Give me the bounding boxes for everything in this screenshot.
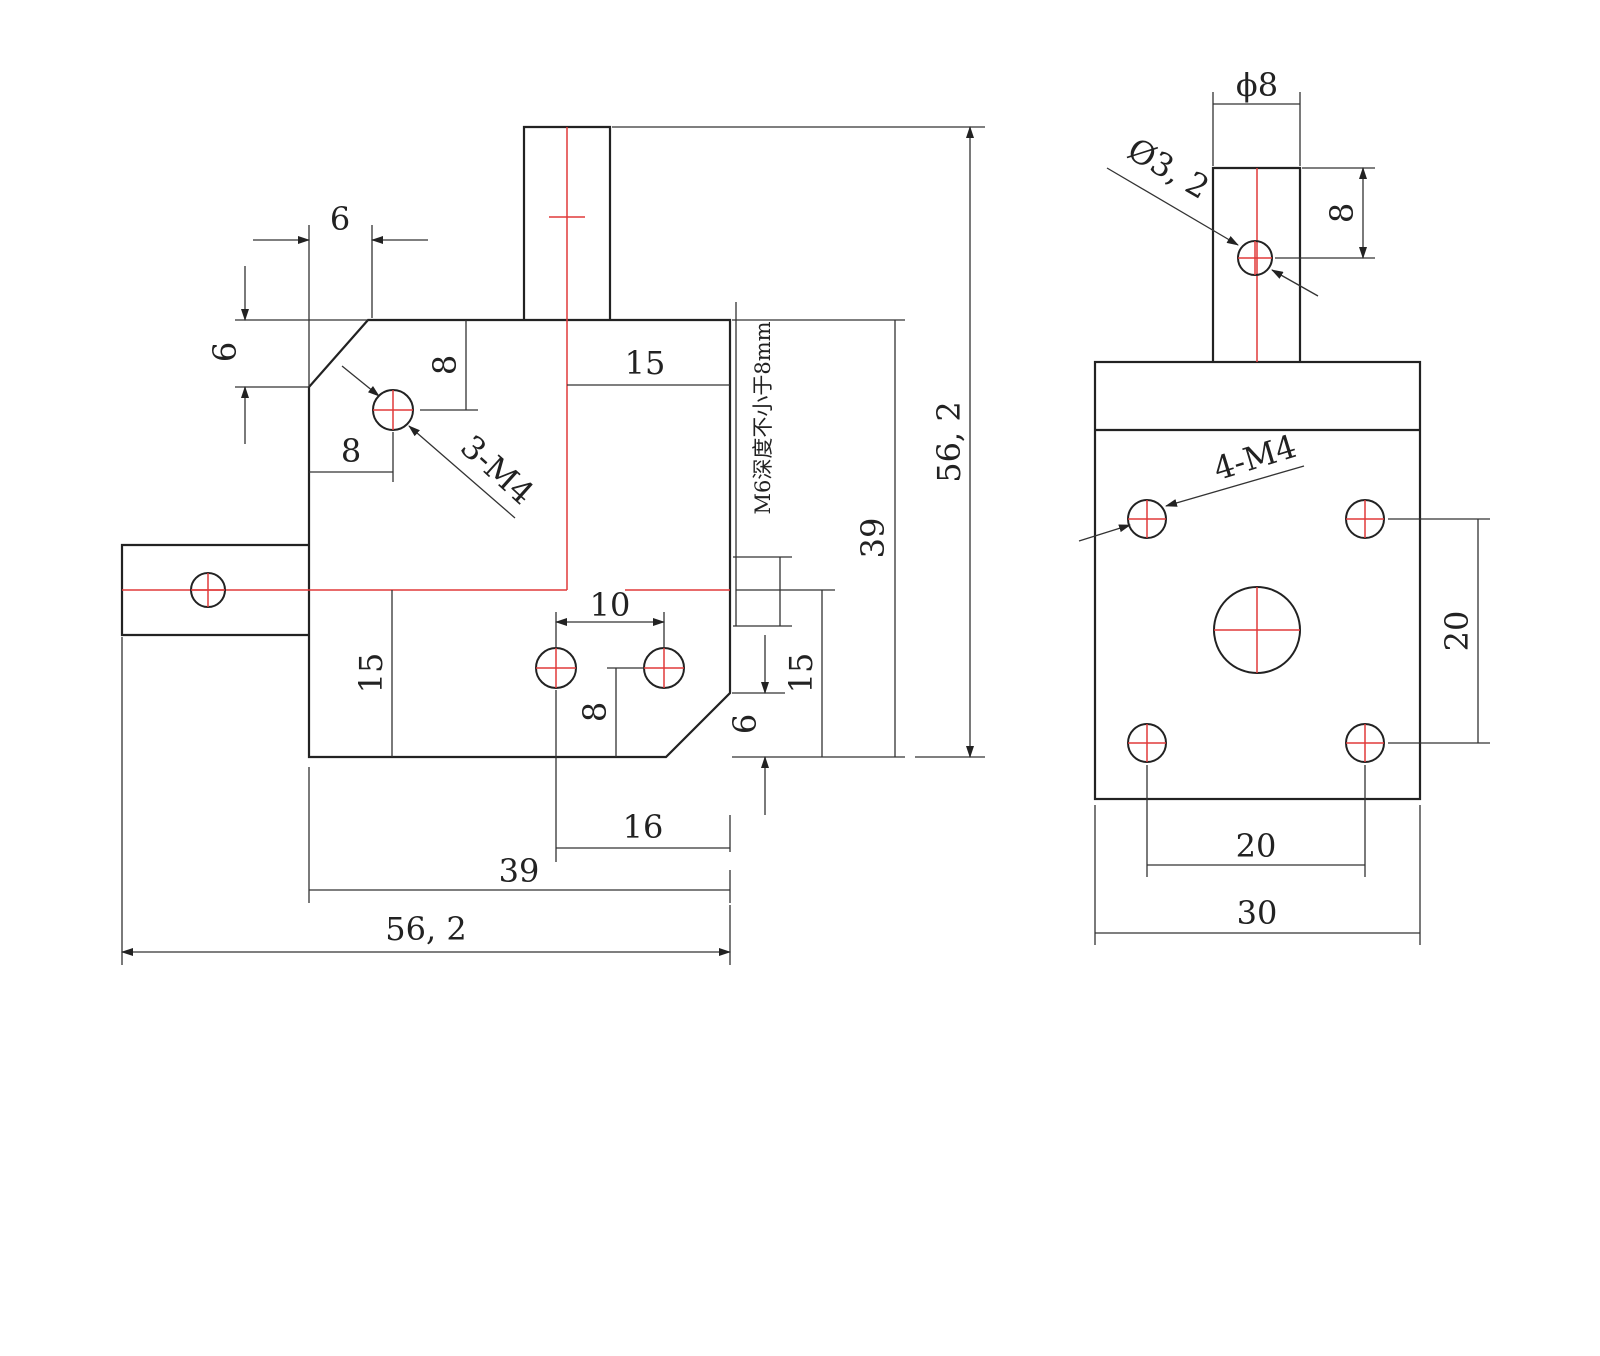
side-hole-bottom-left <box>1127 723 1167 763</box>
pin-hole <box>1237 240 1273 276</box>
dim-body-width: 39 <box>308 767 731 903</box>
svg-text:6: 6 <box>206 342 244 362</box>
svg-text:8: 8 <box>576 702 614 722</box>
dim-lower-chamfer: 6 <box>726 635 785 815</box>
svg-text:M6深度不小于8mm: M6深度不小于8mm <box>751 321 775 514</box>
dim-width: 30 <box>1094 805 1421 945</box>
mounting-hole-upper <box>372 389 414 431</box>
dim-pin-hole-position: 8 <box>1275 167 1375 259</box>
svg-text:10: 10 <box>590 586 631 624</box>
svg-text:20: 20 <box>1438 611 1476 652</box>
side-hole-top-left <box>1127 499 1167 539</box>
side-hole-top-right <box>1345 499 1385 539</box>
dim-lower-hole-y: 8 <box>576 667 644 757</box>
front-view: 6 6 8 8 3-M4 15 <box>120 125 985 965</box>
svg-text:56, 2: 56, 2 <box>930 401 968 482</box>
center-bore <box>1213 586 1301 674</box>
svg-text:30: 30 <box>1237 894 1278 932</box>
dim-right-15: 15 <box>736 589 835 757</box>
svg-text:15: 15 <box>782 653 820 694</box>
svg-text:6: 6 <box>330 200 350 238</box>
left-shaft-hole <box>190 572 226 608</box>
dim-16: 16 <box>555 690 731 862</box>
svg-text:3-M4: 3-M4 <box>453 428 541 513</box>
svg-text:Ø3, 2: Ø3, 2 <box>1121 130 1216 207</box>
dim-horizontal-spacing: 20 <box>1146 765 1366 877</box>
svg-text:20: 20 <box>1236 827 1277 865</box>
dim-chamfer-height: 6 <box>206 266 368 444</box>
svg-text:39: 39 <box>499 852 540 890</box>
dim-hole-spacing: 10 <box>555 586 665 648</box>
svg-text:39: 39 <box>854 518 892 559</box>
svg-text:16: 16 <box>623 808 664 846</box>
svg-text:56, 2: 56, 2 <box>385 910 466 948</box>
dim-overall-height: 56, 2 <box>612 126 985 758</box>
mounting-hole-lower-left <box>535 647 577 689</box>
svg-text:15: 15 <box>352 653 390 694</box>
dim-body-height: 39 <box>732 319 905 758</box>
dim-left-15: 15 <box>352 590 393 757</box>
svg-text:8: 8 <box>1323 203 1361 223</box>
callout-3-m4: 3-M4 <box>341 365 541 519</box>
mounting-hole-lower-right <box>643 647 685 689</box>
dim-overall-width: 56, 2 <box>121 637 731 965</box>
thread-note: M6深度不小于8mm <box>733 302 792 627</box>
callout-4-m4: 4-M4 <box>1078 427 1305 542</box>
side-view: ϕ8 Ø3, 2 8 4-M4 20 <box>1078 66 1490 945</box>
dim-chamfer-width: 6 <box>253 200 428 387</box>
dim-hole-y: 8 <box>420 320 478 411</box>
side-hole-bottom-right <box>1345 723 1385 763</box>
svg-text:6: 6 <box>726 714 764 734</box>
svg-text:4-M4: 4-M4 <box>1209 427 1301 488</box>
dim-vertical-spacing: 20 <box>1388 518 1490 744</box>
svg-text:ϕ8: ϕ8 <box>1236 66 1278 104</box>
svg-text:8: 8 <box>341 432 361 470</box>
dim-shaft-offset: 15 <box>567 344 730 386</box>
svg-text:8: 8 <box>426 355 464 375</box>
side-body-outline <box>1093 360 1422 801</box>
dim-hole-x: 8 <box>309 432 394 482</box>
svg-text:15: 15 <box>625 344 666 382</box>
dim-shaft-diameter: ϕ8 <box>1212 66 1301 166</box>
